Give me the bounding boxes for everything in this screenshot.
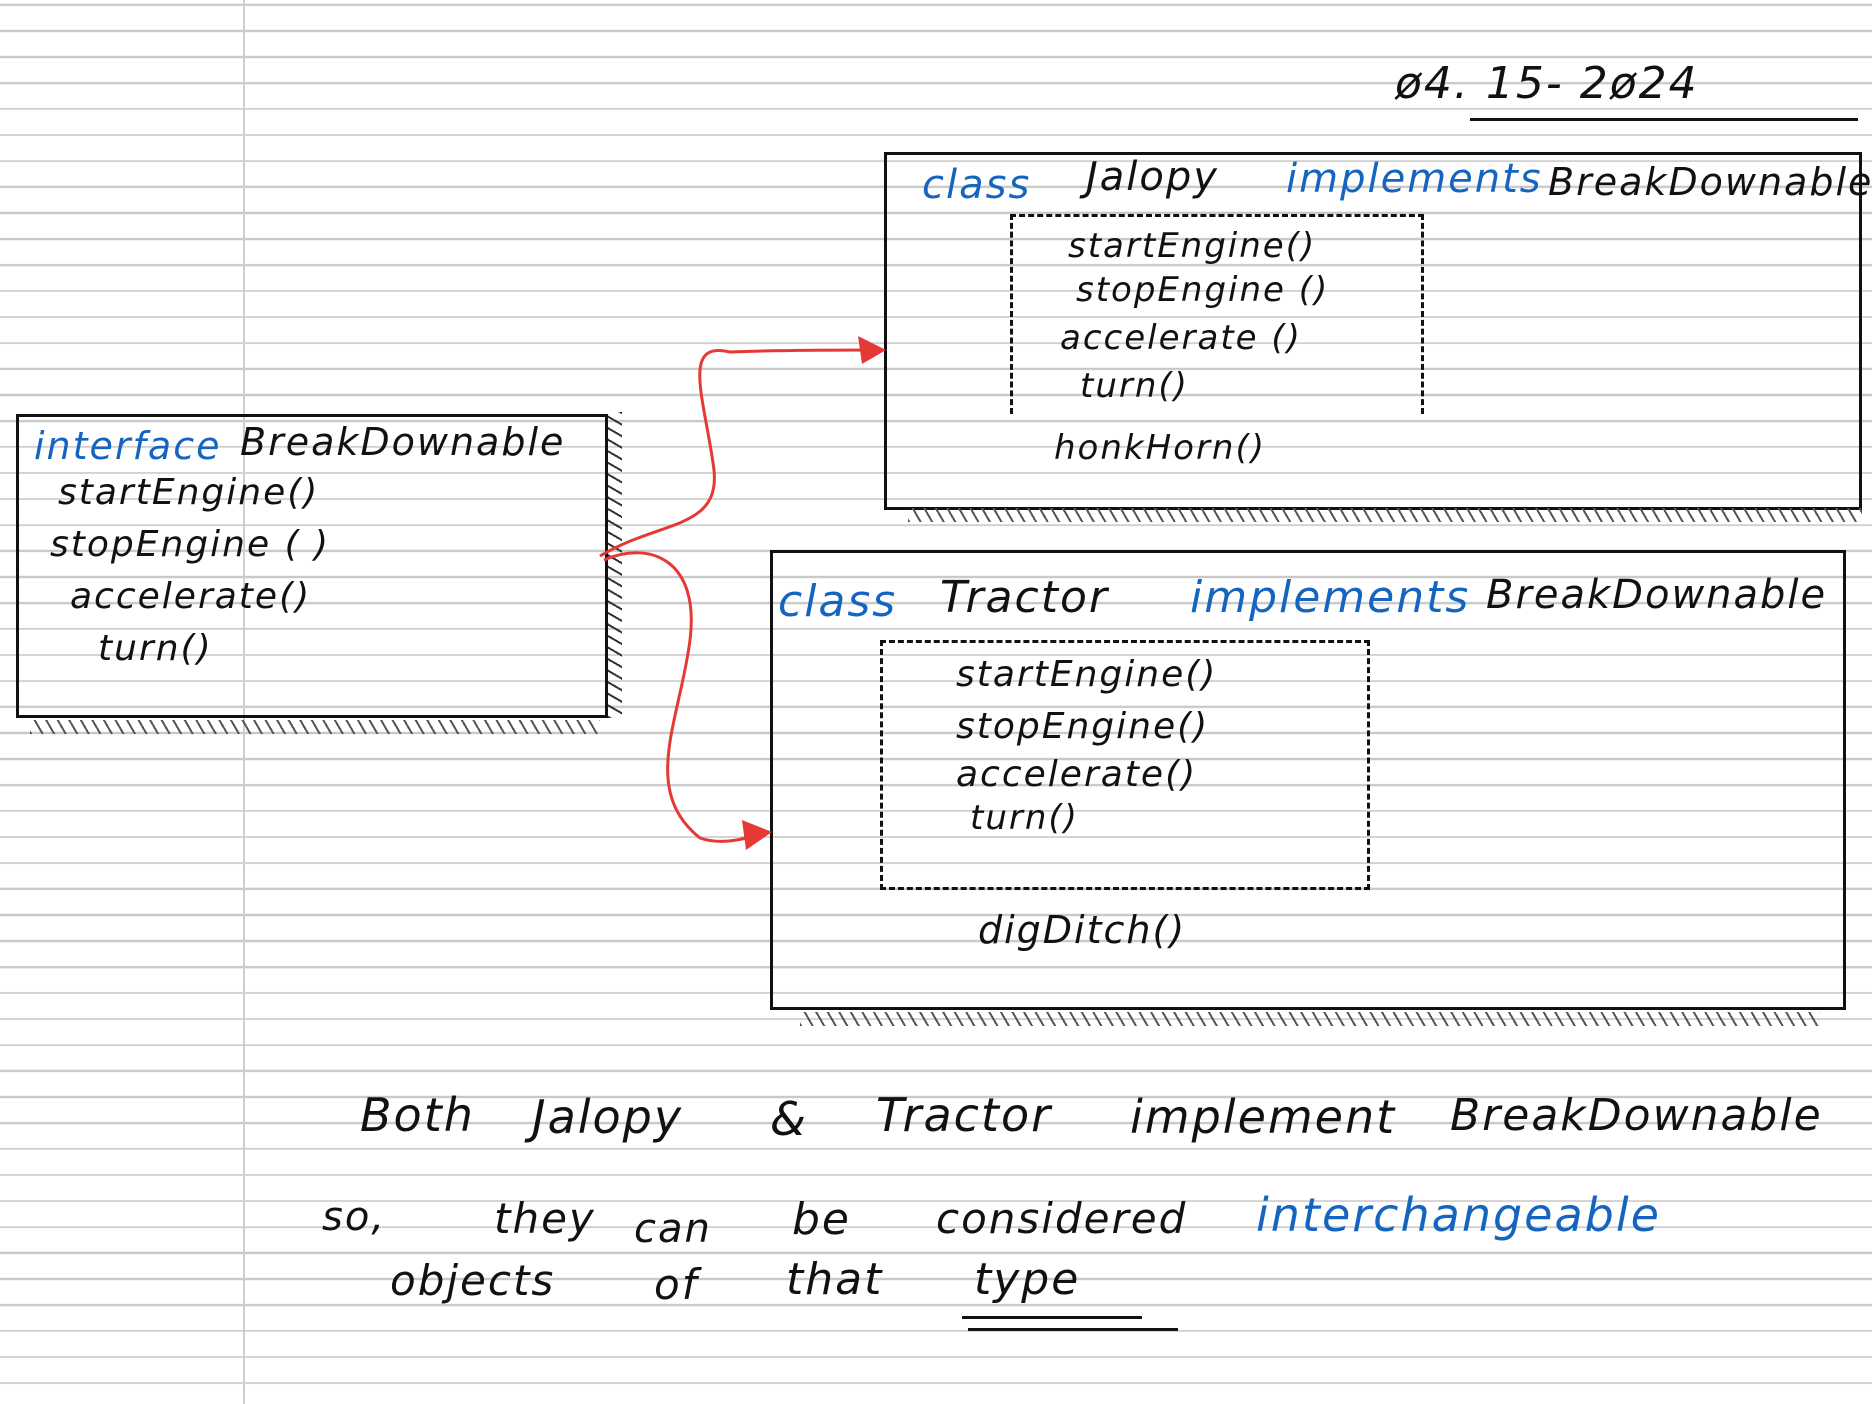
tractor-hatch-bottom: [800, 1012, 1820, 1026]
jalopy-extra-method: honkHorn(): [1054, 428, 1267, 468]
tractor-implements-keyword: implements: [1190, 572, 1471, 623]
jalopy-method: accelerate (): [1060, 318, 1302, 358]
note-word: Both: [360, 1088, 475, 1142]
tractor-extra-method: digDitch(): [978, 908, 1187, 952]
note-word: BreakDownable: [1450, 1090, 1823, 1141]
interface-method: turn(): [98, 628, 213, 669]
arrowhead-tractor: [742, 820, 772, 850]
tractor-method: stopEngine(): [956, 706, 1210, 747]
note-word: so,: [322, 1194, 387, 1240]
type-underline: [968, 1328, 1178, 1331]
tractor-name: Tractor: [940, 572, 1109, 623]
tractor-method: accelerate(): [956, 754, 1198, 795]
jalopy-name: Jalopy: [1086, 154, 1219, 200]
jalopy-implements-keyword: implements: [1286, 156, 1543, 202]
interface-method: startEngine(): [58, 472, 320, 513]
date-label: ø4. 15- 2ø24: [1395, 58, 1699, 109]
note-word: considered: [936, 1194, 1188, 1243]
jalopy-method: turn(): [1080, 366, 1189, 406]
jalopy-interface-name: BreakDownable: [1548, 160, 1872, 204]
note-word: Tractor: [876, 1088, 1053, 1142]
interface-name: BreakDownable: [240, 420, 566, 464]
tractor-interface-group: [880, 640, 1370, 890]
note-word-type: type: [974, 1254, 1081, 1305]
interface-hatch-right: [608, 412, 622, 718]
tractor-method: startEngine(): [956, 654, 1218, 695]
note-word: they: [494, 1194, 596, 1243]
type-underline: [962, 1316, 1142, 1319]
jalopy-method: startEngine(): [1068, 226, 1317, 266]
tractor-keyword: class: [778, 576, 898, 627]
arrow-to-tractor: [603, 551, 763, 843]
tractor-interface-name: BreakDownable: [1486, 572, 1828, 618]
note-word: objects: [390, 1256, 556, 1305]
arrow-to-jalopy: [599, 348, 879, 558]
jalopy-interface-group: [1010, 214, 1424, 414]
header-line: [1470, 118, 1858, 121]
tractor-box: [770, 550, 1846, 1010]
note-word: Jalopy: [532, 1090, 684, 1144]
jalopy-keyword: class: [922, 162, 1032, 208]
interface-method: stopEngine ( ): [50, 524, 331, 565]
note-word: implement: [1130, 1090, 1397, 1144]
margin-line: [243, 0, 245, 1404]
note-word: that: [786, 1254, 884, 1305]
interface-method: accelerate(): [70, 576, 312, 617]
tractor-method: turn(): [970, 798, 1079, 838]
note-word: can: [634, 1206, 712, 1252]
interface-keyword: interface: [34, 424, 222, 468]
interface-hatch-bottom: [30, 720, 600, 734]
note-word: be: [792, 1194, 851, 1245]
arrowhead-jalopy: [858, 336, 886, 364]
jalopy-method: stopEngine (): [1076, 270, 1330, 310]
note-word-interchangeable: interchangeable: [1256, 1188, 1661, 1242]
jalopy-hatch-bottom: [908, 508, 1862, 522]
note-word: &: [770, 1092, 808, 1146]
note-word: of: [654, 1260, 699, 1309]
